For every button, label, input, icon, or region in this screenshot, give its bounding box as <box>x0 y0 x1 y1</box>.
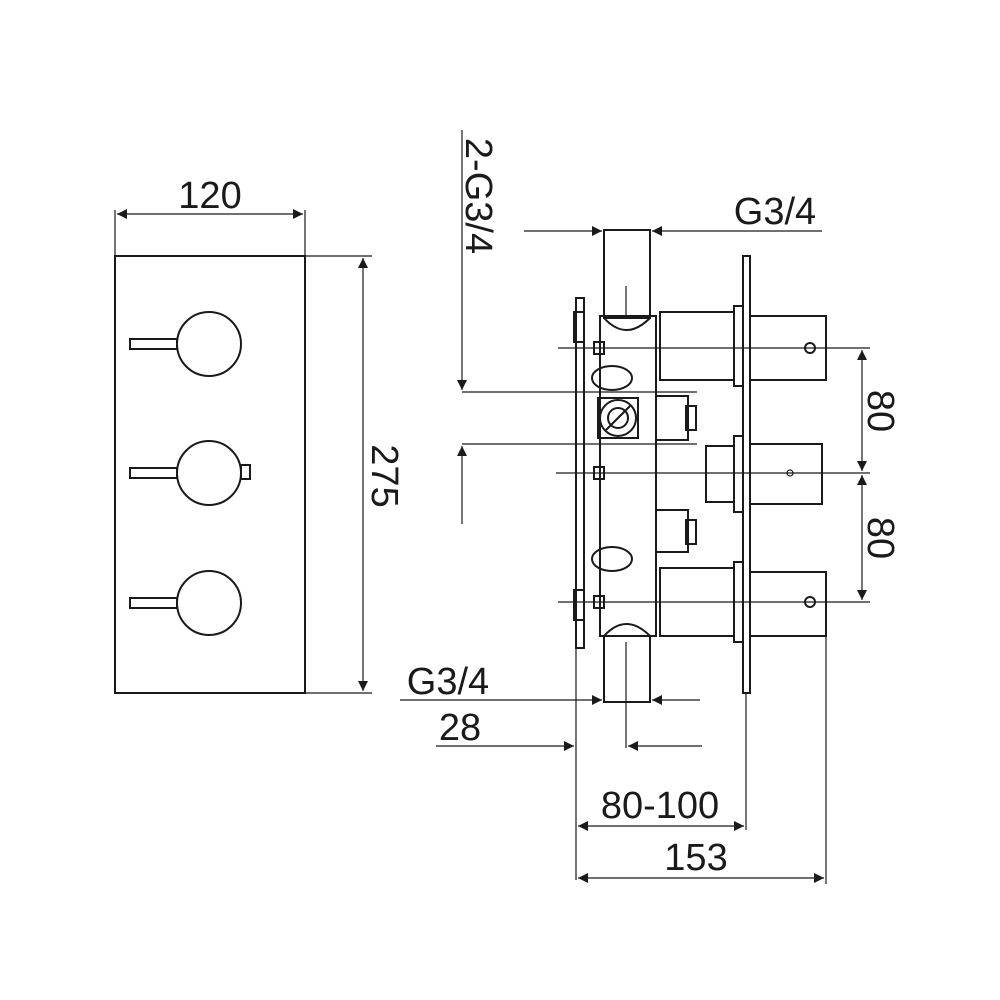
offset-dimension: 28 <box>436 648 702 880</box>
cover-plate <box>742 255 751 694</box>
offset-label: 28 <box>439 707 481 749</box>
diverter-spindle <box>597 397 639 439</box>
bottom-outlet-label: G3/4 <box>407 661 489 703</box>
top-outlet-label: G3/4 <box>734 191 816 233</box>
side-view: 2-G3/4 G3/4 80 80 G3/4 28 <box>400 130 901 884</box>
spacing-dimension: 80 80 <box>857 350 901 600</box>
control-knob-upper <box>129 311 242 377</box>
wall-depth-dimension: 80-100 <box>578 693 747 831</box>
width-dimension: 120 <box>114 175 306 256</box>
cartridge-middle <box>705 435 823 513</box>
bottom-outlet-pipe <box>603 635 651 703</box>
top-outlet-dimension: G3/4 <box>524 191 822 236</box>
wall-depth-label: 80-100 <box>601 785 719 827</box>
height-dimension: 275 <box>305 255 405 694</box>
control-knob-middle <box>129 440 251 506</box>
top-inlet-dimension: 2-G3/4 <box>457 130 697 524</box>
height-label: 275 <box>363 444 405 507</box>
valve-body <box>599 315 657 637</box>
top-inlet-label: 2-G3/4 <box>457 138 499 254</box>
spacing-upper-label: 80 <box>859 390 901 432</box>
bottom-outlet-dimension: G3/4 <box>400 661 700 705</box>
total-depth-label: 153 <box>664 837 727 879</box>
cartridge-upper <box>659 305 827 387</box>
faceplate <box>114 255 306 694</box>
spacing-lower-label: 80 <box>859 517 901 559</box>
width-label: 120 <box>178 175 241 217</box>
total-depth-dimension: 153 <box>578 636 827 884</box>
control-knob-lower <box>129 570 242 636</box>
front-view: 120 275 <box>114 175 405 694</box>
top-inlet-pipe <box>603 229 651 319</box>
